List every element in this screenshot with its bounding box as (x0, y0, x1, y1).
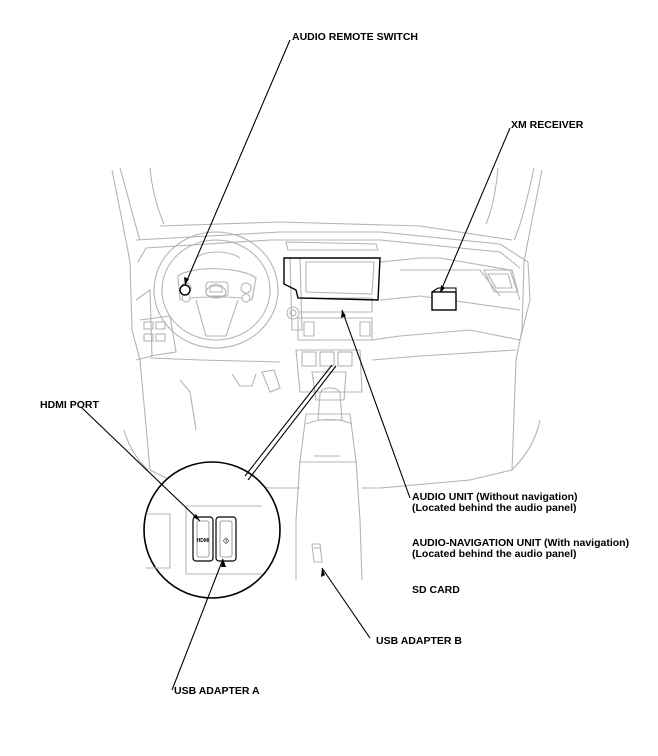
dashboard (135, 231, 531, 431)
arrowheads (184, 277, 445, 577)
audio-unit-location-label: (Located behind the audio panel) (412, 502, 577, 514)
audio-unit-label: AUDIO UNIT (Without navigation) (412, 491, 578, 503)
sd-card-label: SD CARD (412, 584, 460, 596)
usb-adapter-a-label: USB ADAPTER A (174, 685, 260, 697)
hdmi-port-label: HDMI PORT (40, 399, 99, 411)
leader-lines (81, 39, 511, 691)
detail-circle: HDMI ⯑ (143, 461, 281, 599)
usb-icon: ⯑ (222, 537, 229, 547)
audio-remote-switch-part (179, 284, 191, 296)
xm-receiver-label: XM RECEIVER (511, 119, 584, 131)
center-console (295, 349, 363, 581)
audio-navigation-unit-label: AUDIO-NAVIGATION UNIT (With navigation) (412, 537, 630, 549)
audio-navigation-unit-location-label: (Located behind the audio panel) (412, 548, 577, 560)
audio-panel (283, 257, 381, 301)
usb-adapter-b-label: USB ADAPTER B (376, 635, 462, 647)
audio-remote-switch-label: AUDIO REMOTE SWITCH (292, 31, 418, 43)
car-body-outline (111, 167, 543, 489)
hdmi-logo: HDMI (197, 538, 210, 544)
xm-receiver-part (431, 291, 457, 311)
